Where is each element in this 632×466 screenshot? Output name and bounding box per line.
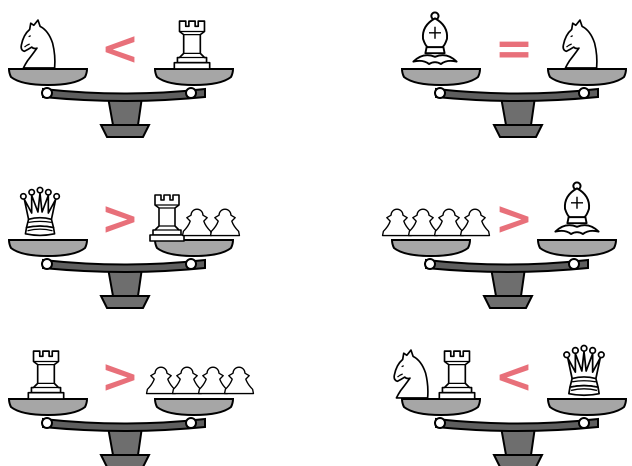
comparison-bishop-vs-knight: = [401, 11, 627, 138]
pawn-icon [433, 208, 465, 237]
comparison-rook-vs-four-pawns: > [8, 349, 255, 466]
balance-scale [401, 68, 627, 138]
rook-icon [173, 20, 211, 70]
relation-equals: = [495, 21, 534, 75]
balance-scale [391, 239, 617, 309]
comparison-knight-vs-rook: < [8, 19, 234, 138]
knight-icon [20, 19, 56, 69]
bishop-icon [554, 181, 600, 236]
pawn-icon [209, 208, 241, 237]
balance-scale [8, 68, 234, 138]
rook-icon [27, 350, 65, 400]
balance-scale [8, 239, 234, 309]
pawn-icon [197, 366, 229, 395]
rook-icon [149, 194, 185, 242]
pawn-icon [181, 208, 213, 237]
rook-icon [438, 350, 476, 400]
relation-less-than: < [101, 21, 140, 75]
pawn-icon [459, 208, 491, 237]
queen-icon [562, 344, 606, 397]
queen-icon [19, 186, 61, 237]
pawn-icon [171, 366, 203, 395]
pawn-icon [407, 208, 439, 237]
bishop-icon [412, 11, 458, 66]
pawn-icon [381, 208, 413, 237]
comparison-queen-vs-rook-two-pawns: > [8, 186, 241, 309]
comparison-four-pawns-vs-bishop: > [381, 181, 617, 309]
knight-icon [562, 19, 598, 69]
knight-icon [393, 349, 429, 399]
relation-greater-than: > [101, 349, 140, 403]
comparison-knight-rook-vs-queen: < [393, 344, 627, 466]
relation-less-than: < [495, 349, 534, 403]
pawn-icon [223, 366, 255, 395]
relation-greater-than: > [101, 191, 140, 245]
relation-greater-than: > [495, 191, 534, 245]
pawn-icon [145, 366, 177, 395]
balance-scale [8, 398, 234, 466]
balance-scale [401, 398, 627, 466]
